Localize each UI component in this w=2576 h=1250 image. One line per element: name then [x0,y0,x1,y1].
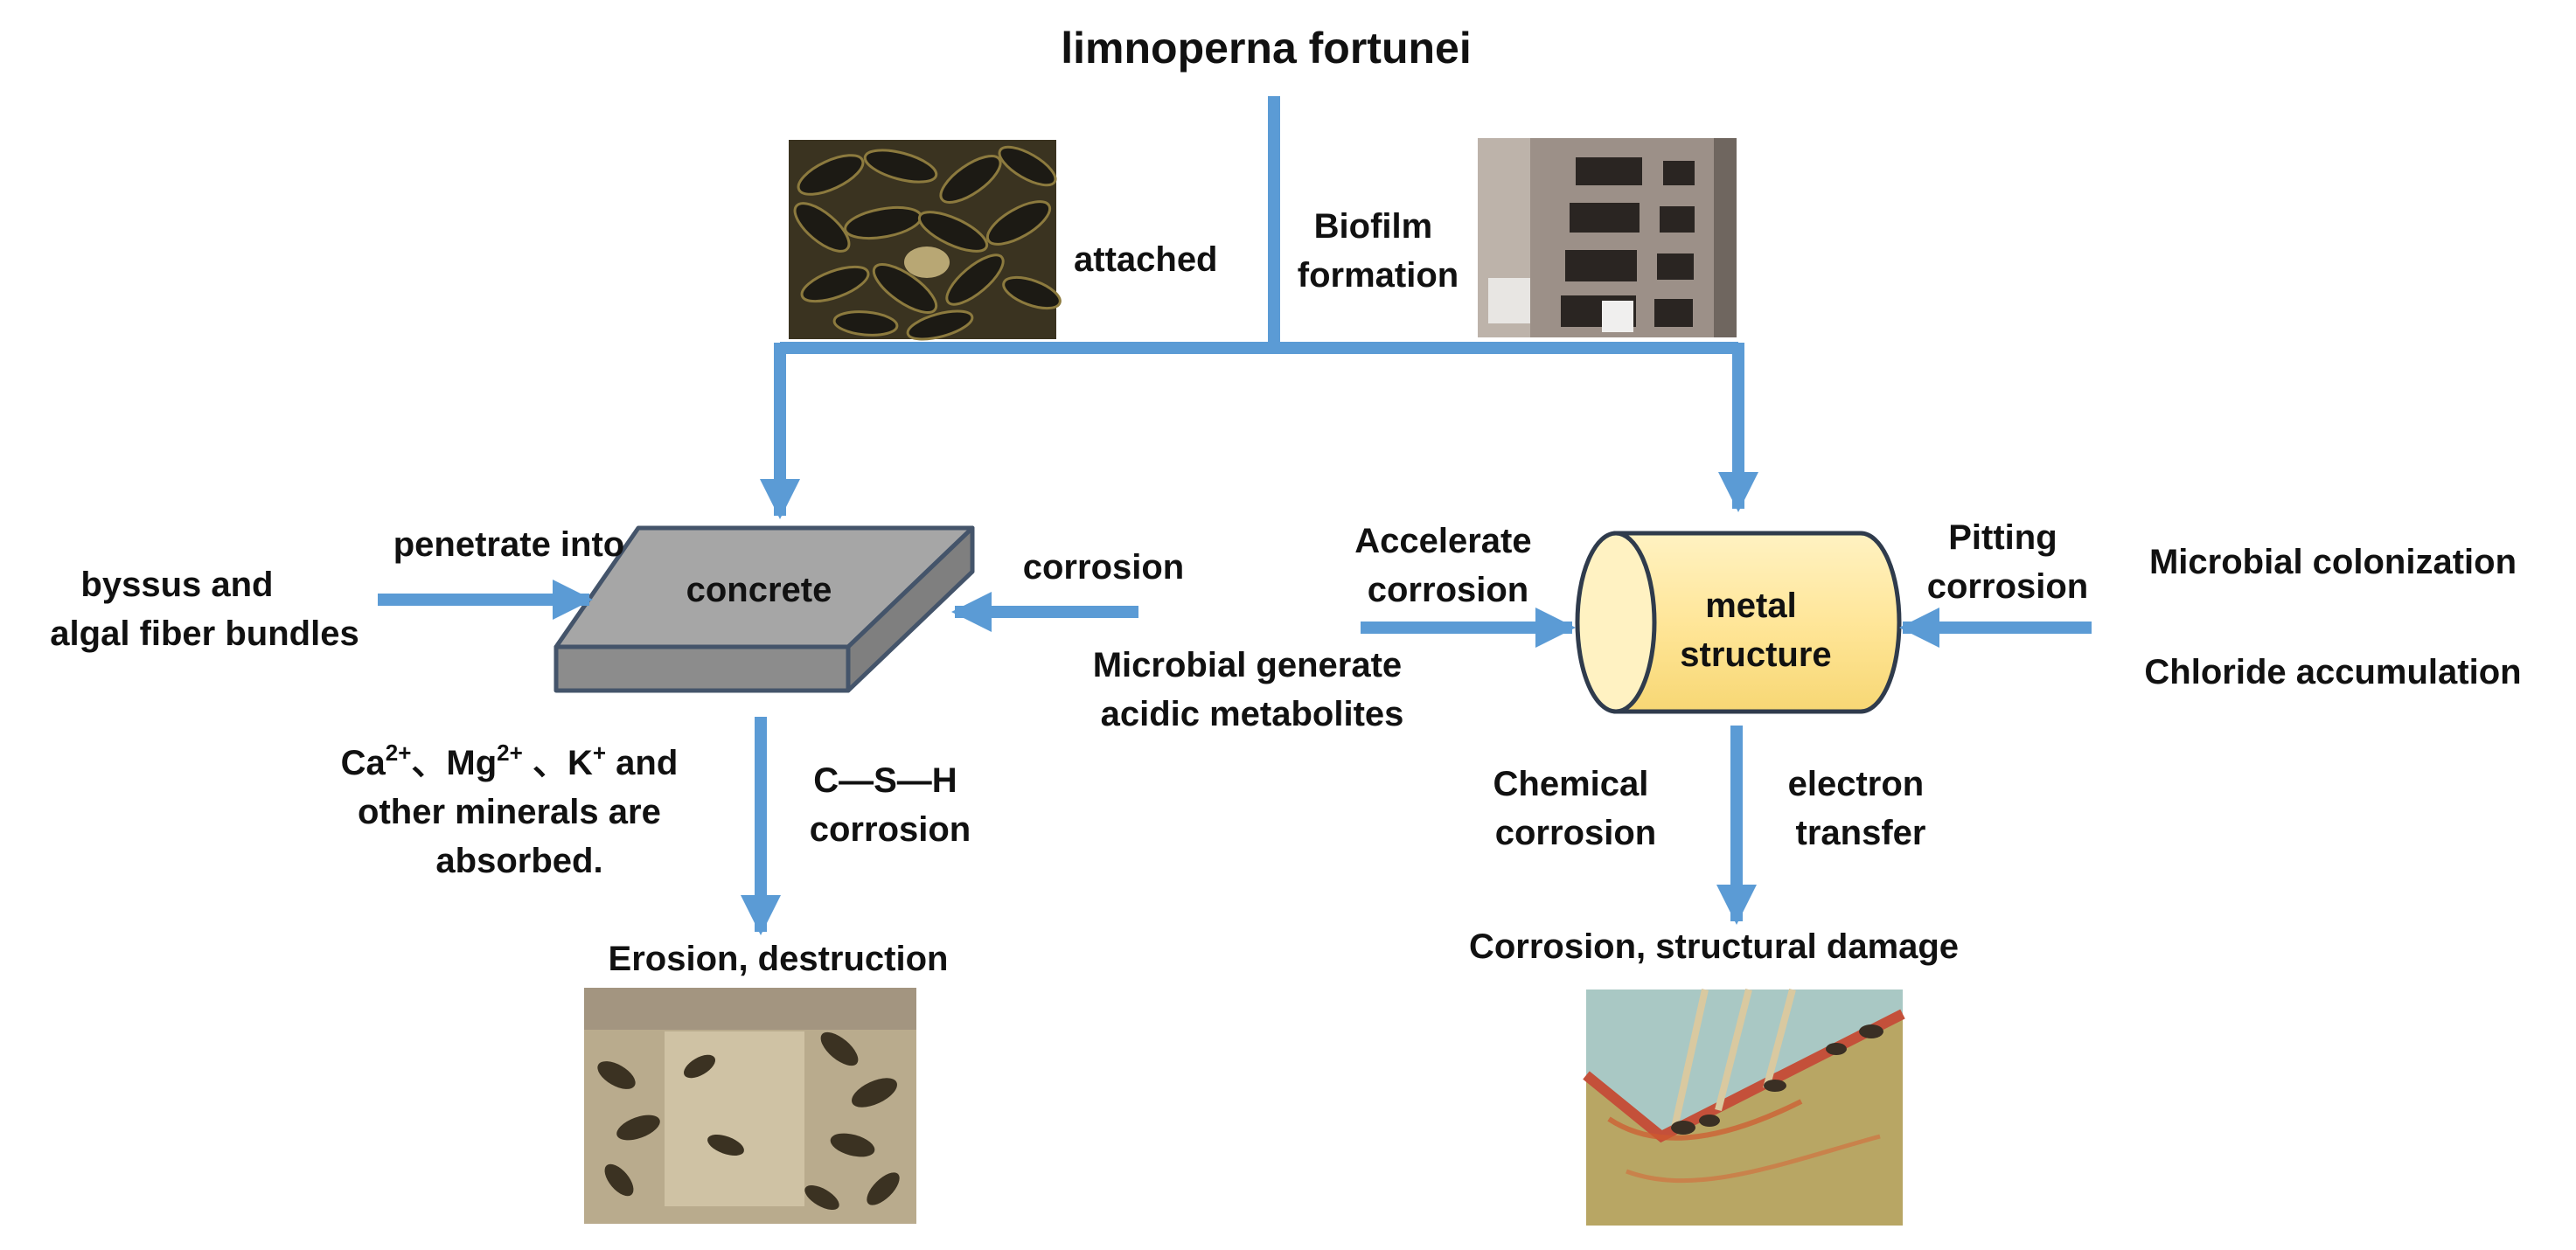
top-branch-arrows [760,96,1758,519]
eroded-concrete-photo [584,988,916,1224]
mussel-cluster-photo [789,140,1062,341]
penetrate-label: penetrate into [393,525,624,564]
csh-corrosion-label: C—S—H corrosion [810,761,971,849]
metal-result-label: Corrosion, structural damage [1469,927,1959,966]
chemical-corrosion-label: Chemical corrosion [1493,765,1659,852]
concrete-corrosion-label: corrosion [1023,548,1184,587]
electron-transfer-label: electron transfer [1788,765,1934,852]
pitting-corrosion-label: Pitting corrosion [1927,518,2088,606]
chloride-accumulation-label: Chloride accumulation [2144,653,2521,691]
minerals-label: Ca2+、Mg2+ 、K+ and other minerals are abs… [341,740,688,880]
byssus-label: byssus and algal fiber bundles [50,566,359,653]
acidic-metabolites-label: Microbial generate acidic metabolites [1093,646,1412,733]
concrete-result-label: Erosion, destruction [609,940,949,978]
diagram-title: limnoperna fortunei [1061,24,1471,73]
accelerate-corrosion-label: Accelerate corrosion [1354,522,1542,609]
concrete-label: concrete [686,571,832,609]
concrete-building-photo [1478,138,1737,337]
concrete-block [553,525,975,693]
corroded-metal-photo [1583,988,1905,1226]
biofilm-label: Biofilm formation [1298,207,1459,295]
metal-label: metal structure [1680,587,1831,674]
metal-structure-cylinder [1575,531,1902,714]
microbial-colonization-label: Microbial colonization [2149,543,2517,581]
attached-label: attached [1074,240,1218,279]
